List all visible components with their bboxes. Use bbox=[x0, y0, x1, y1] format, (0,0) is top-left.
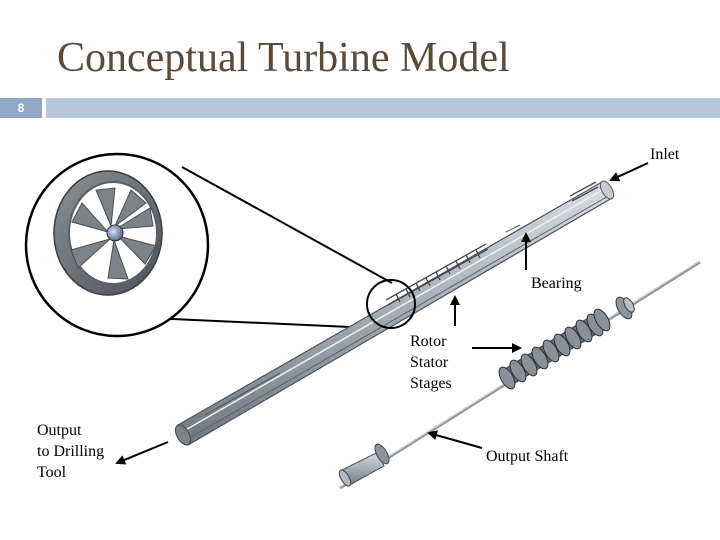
label-rotor: Rotor bbox=[410, 333, 447, 350]
slide-title: Conceptual Turbine Model bbox=[57, 35, 510, 81]
callout-arrows bbox=[115, 162, 649, 465]
turbine-wheel-icon bbox=[53, 170, 163, 296]
upper-bearing-collar bbox=[615, 296, 635, 320]
label-output-line3: Tool bbox=[37, 464, 67, 481]
turbine-housing bbox=[174, 180, 615, 446]
zoom-lines bbox=[149, 166, 393, 329]
rotor-detail-view bbox=[24, 152, 210, 338]
slide-number: 8 bbox=[17, 101, 25, 115]
lower-bearing-housing bbox=[338, 443, 390, 487]
slide-number-box bbox=[0, 98, 42, 118]
label-output-line1: Output bbox=[37, 422, 82, 439]
label-output-line2: to Drilling bbox=[37, 443, 105, 460]
label-stator: Stator bbox=[410, 354, 449, 371]
rotor-stator-stages-inner bbox=[385, 181, 599, 306]
rotor-stack bbox=[498, 308, 611, 390]
output-shaft bbox=[338, 260, 701, 490]
label-bearing: Bearing bbox=[531, 275, 582, 292]
header-bar bbox=[46, 98, 720, 118]
label-inlet: Inlet bbox=[650, 146, 680, 163]
label-output-shaft: Output Shaft bbox=[486, 448, 569, 465]
label-stages: Stages bbox=[410, 375, 452, 392]
zoom-magnifier-circle bbox=[366, 279, 416, 329]
